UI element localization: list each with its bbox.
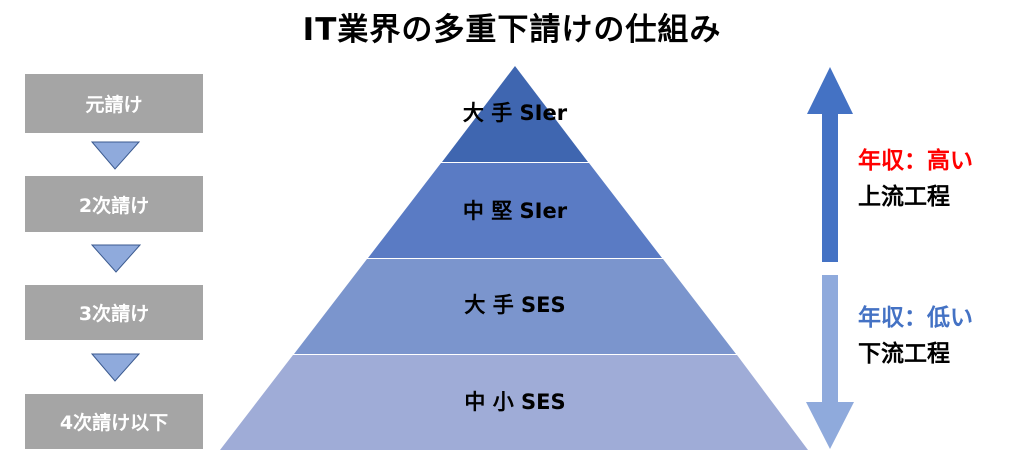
tier-label-2: 中 堅 SIer	[462, 199, 568, 223]
upper-process-label: 上流工程	[858, 184, 950, 210]
level-box-second: 2次請け	[25, 176, 203, 232]
level-box-prime: 元請け	[25, 74, 203, 133]
tier-label-3: 大 手 SES	[464, 293, 566, 317]
tier-label-1: 大 手 SIer	[462, 101, 568, 125]
page-title: IT業界の多重下請けの仕組み	[302, 12, 722, 48]
pyramid-tier-4	[220, 355, 808, 450]
arrow-up-icon	[807, 67, 853, 262]
lower-process-label: 下流工程	[858, 341, 950, 367]
down-triangle-icon	[90, 353, 141, 382]
upper-labels: 年収：高い 上流工程	[858, 143, 973, 215]
pyramid-tier-1	[442, 66, 588, 162]
down-triangle-icon	[90, 141, 141, 170]
lower-labels: 年収：低い 下流工程	[858, 300, 973, 372]
arrow-down-icon	[806, 275, 854, 449]
pyramid-tier-3	[294, 259, 736, 354]
lower-income-label: 年収：低い	[858, 305, 973, 331]
down-triangle-icon	[90, 244, 142, 273]
tier-label-4: 中 小 SES	[464, 390, 566, 414]
level-box-fourth: 4次請け以下	[25, 394, 203, 449]
pyramid-tier-2	[368, 163, 662, 258]
upper-income-label: 年収：高い	[858, 148, 973, 174]
level-box-third: 3次請け	[25, 285, 203, 340]
